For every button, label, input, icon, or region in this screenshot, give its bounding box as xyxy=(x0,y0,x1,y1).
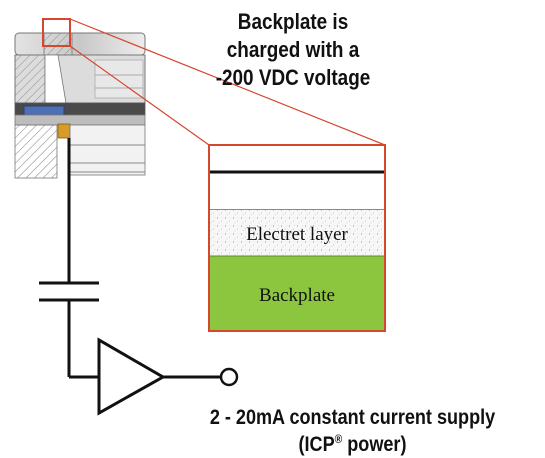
supply-prefix: (ICP xyxy=(298,433,335,456)
layer-detail-box: Electret layer Backplate xyxy=(208,144,386,332)
highlight-box xyxy=(42,18,71,47)
backplate-layer xyxy=(210,256,384,330)
leader-line-bottom xyxy=(69,45,210,146)
microphone-thread xyxy=(14,124,58,179)
supply-line-2: (ICP® power) xyxy=(187,431,518,458)
caption-line-1: Backplate is xyxy=(237,9,349,34)
power-supply-caption: 2 - 20mA constant current supply (ICP® p… xyxy=(187,404,518,458)
electret-layer-label: Electret layer xyxy=(246,224,348,245)
microphone-cross-section xyxy=(14,32,146,179)
supply-suffix: power) xyxy=(342,433,407,456)
leader-line-top xyxy=(69,18,386,146)
supply-line-1: 2 - 20mA constant current supply xyxy=(209,406,496,429)
electret-layer xyxy=(210,210,384,256)
microphone-cap xyxy=(14,32,146,56)
backplate-label: Backplate xyxy=(259,285,335,306)
caption-line-2: charged with a xyxy=(226,37,360,62)
output-terminal xyxy=(219,367,239,387)
connector-pin xyxy=(57,123,71,139)
registered-mark: ® xyxy=(334,432,343,446)
amplifier-triangle xyxy=(97,337,167,416)
caption-line-3: -200 VDC voltage xyxy=(215,65,371,90)
backplate-voltage-caption: Backplate is charged with a -200 VDC vol… xyxy=(211,8,374,92)
circuit xyxy=(39,138,239,416)
